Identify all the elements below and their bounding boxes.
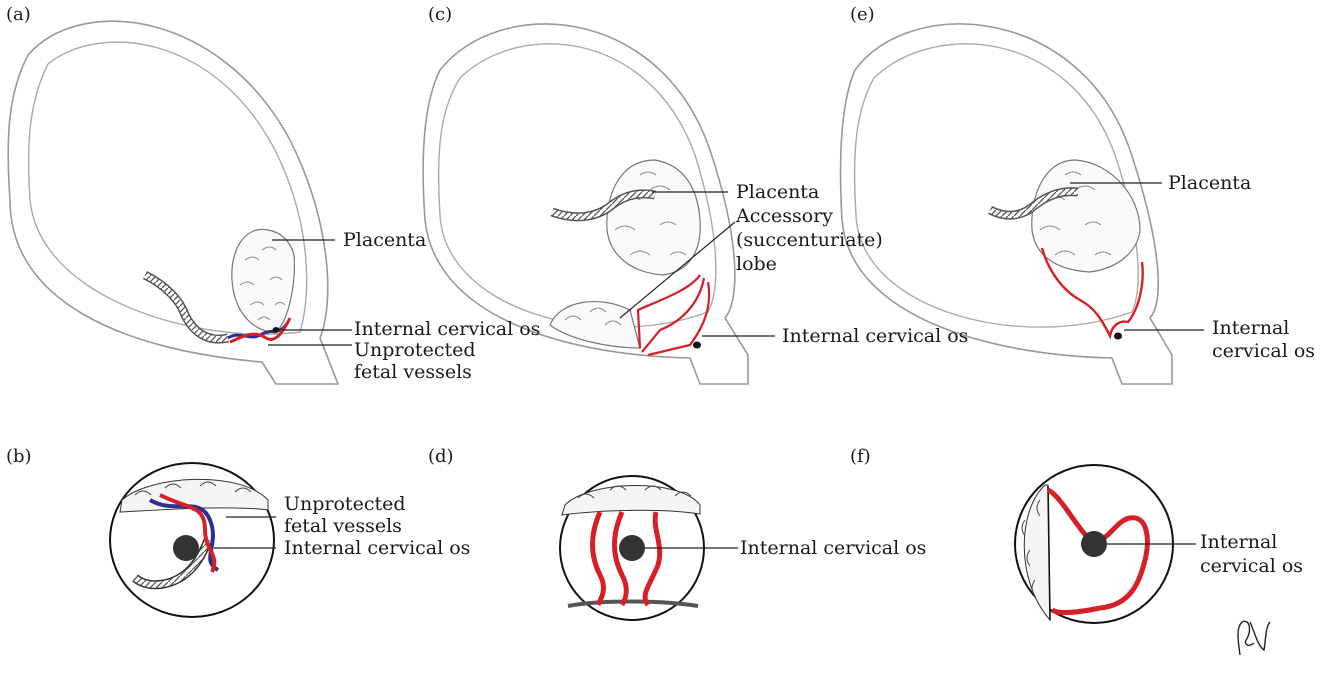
panel-label-d: (d) [428, 446, 454, 467]
label-a-placenta: Placenta [343, 230, 426, 251]
label-f-os-1: Internal [1200, 532, 1277, 553]
label-c-lobe-1: Accessory [736, 206, 833, 227]
artist-signature [1238, 621, 1270, 655]
label-b-vessels-2: fetal vessels [284, 516, 402, 537]
panel-label-b: (b) [6, 446, 32, 467]
label-b-os: Internal cervical os [284, 538, 470, 559]
label-c-os: Internal cervical os [782, 326, 968, 347]
cervical-os-a [273, 327, 280, 333]
label-e-os-2: cervical os [1212, 341, 1315, 362]
placenta-a [232, 229, 295, 333]
panel-label-c: (c) [428, 4, 452, 25]
label-e-placenta: Placenta [1168, 173, 1251, 194]
label-c-lobe-3: lobe [736, 254, 777, 275]
panel-label-a: (a) [6, 4, 31, 25]
label-a-vessels-2: fetal vessels [354, 362, 472, 383]
label-c-placenta: Placenta [736, 182, 819, 203]
placenta-e [1032, 160, 1140, 272]
label-d-os: Internal cervical os [740, 538, 926, 559]
label-b-vessels-1: Unprotected [284, 494, 406, 515]
label-a-os: Internal cervical os [354, 319, 540, 340]
panel-label-e: (e) [850, 4, 875, 25]
panel-label-f: (f) [850, 446, 871, 467]
os-closeup-b [110, 463, 274, 617]
label-e-os-1: Internal [1212, 318, 1289, 339]
label-c-lobe-2: (succenturiate) [736, 230, 883, 251]
placenta-c [607, 160, 700, 275]
cervical-os-c [693, 342, 701, 349]
cervical-os-e [1114, 333, 1122, 340]
label-a-vessels-1: Unprotected [354, 340, 476, 361]
label-f-os-2: cervical os [1200, 556, 1303, 577]
